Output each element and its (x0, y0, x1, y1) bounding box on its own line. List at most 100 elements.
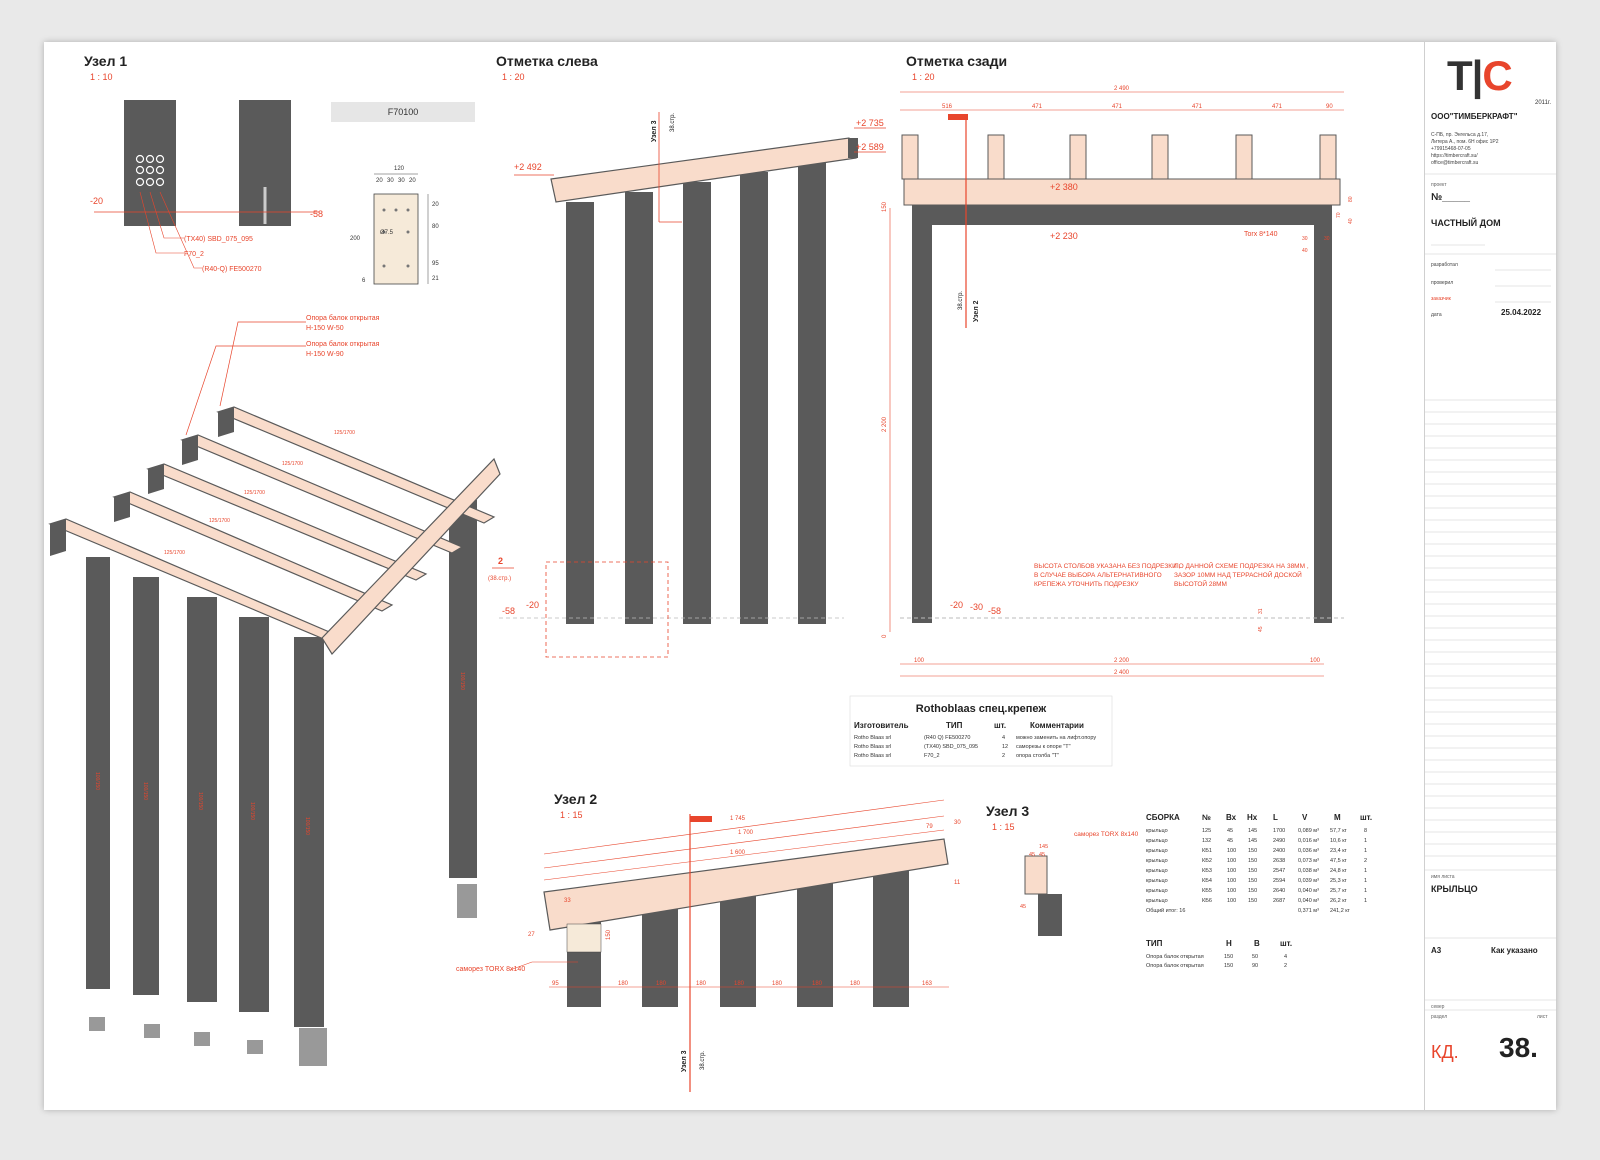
svg-text:125/1700: 125/1700 (209, 518, 230, 524)
svg-text:1 700: 1 700 (738, 830, 754, 836)
svg-text:КРЕПЕЖА УТОЧНИТЬ ПОДРЕЗКУ: КРЕПЕЖА УТОЧНИТЬ ПОДРЕЗКУ (1034, 581, 1139, 588)
assembly-total-label: Общий итог: 16 (1146, 907, 1185, 914)
rear-small-dims: 80 70 40 30 30 40 31 45 (1258, 196, 1354, 632)
node1-callout-1: (TX40) SBD_075_095 (184, 236, 253, 243)
svg-text:180: 180 (772, 981, 783, 987)
svg-text:471: 471 (1032, 104, 1043, 110)
table-cell: крыльцо (1146, 888, 1168, 894)
node3-title: Узел 3 (986, 803, 1029, 819)
company-address: С-ПБ, пр. Энгельса д.17,Литера А., пом. … (1431, 132, 1499, 166)
title-block: T|C 2011г. ООО"ТИМБЕРКРАФТ" С-ПБ, пр. Эн… (1424, 42, 1557, 1110)
svg-text:30: 30 (1302, 236, 1308, 242)
table-cell: 0,073 м³ (1298, 858, 1319, 864)
svg-text:30: 30 (398, 178, 405, 184)
table-cell: 4 (1002, 735, 1005, 741)
rear-mark-5: -58 (988, 606, 1001, 616)
svg-text:95: 95 (432, 261, 439, 267)
svg-text:ТИП: ТИП (946, 721, 963, 730)
table-cell: Rotho Blaas srl (854, 735, 891, 741)
stamp-kd: КД. (1431, 1042, 1459, 1062)
table-cell: 2 (1364, 858, 1367, 864)
table-cell: F70_2 (924, 753, 940, 759)
assembly-headers: СБОРКА № Вх Нх L V M шт. (1146, 813, 1372, 822)
svg-text:180: 180 (812, 981, 823, 987)
node2-scale: 1 : 15 (560, 810, 583, 820)
table-cell: 100 (1227, 888, 1236, 894)
svg-text:45: 45 (1039, 852, 1045, 858)
svg-text:100: 100 (914, 658, 925, 664)
svg-text:6: 6 (362, 278, 366, 284)
company-logo: T|C (1447, 52, 1513, 99)
table-cell: Rotho Blaas srl (854, 753, 891, 759)
svg-text:V: V (1302, 813, 1308, 822)
company-name: ООО"ТИМБЕРКРАФТ" (1431, 112, 1518, 121)
table-cell: 100 (1227, 878, 1236, 884)
left-mark-5: -20 (526, 600, 539, 610)
node1-mark-right: -58 (310, 209, 323, 219)
svg-text:ВЫСОТА СТОЛБОВ УКАЗАНА БЕЗ ПОД: ВЫСОТА СТОЛБОВ УКАЗАНА БЕЗ ПОДРЕЗКИ , (1034, 563, 1181, 570)
table-cell: крыльцо (1146, 868, 1168, 874)
svg-text:95: 95 (552, 981, 559, 987)
table-cell: 2687 (1273, 898, 1285, 904)
node2-torx: саморез TORX 8x140 (456, 966, 525, 973)
node2-bottom-dims: 95 180 180 180 180 180 180 180 163 (552, 981, 933, 987)
rear-mark-2: +2 230 (1050, 231, 1078, 241)
svg-text:471: 471 (1192, 104, 1203, 110)
table-cell: 150 (1248, 868, 1257, 874)
svg-text:20: 20 (376, 178, 383, 184)
row-date: дата (1431, 312, 1442, 318)
svg-text:200: 200 (350, 236, 361, 242)
rear-ref-page: 38.стр. (958, 291, 964, 310)
svg-text:33: 33 (564, 898, 571, 904)
project-name: ЧАСТНЫЙ ДОМ (1431, 218, 1501, 228)
table-cell: (TX40) SBD_075_095 (924, 744, 978, 750)
table-cell: 132 (1202, 838, 1211, 844)
left-title: Отметка слева (496, 53, 598, 69)
iso-callout-2a: Опора балок открытая (306, 340, 380, 348)
table-cell: 0,039 м³ (1298, 878, 1319, 884)
node3-torx: саморез TORX 8x140 (1074, 831, 1139, 838)
table-cell: 100 (1227, 868, 1236, 874)
node2-ref-node: Узел 3 (681, 1050, 688, 1072)
iso-callout-2b: H-150 W-90 (306, 351, 344, 358)
svg-text:100/150: 100/150 (249, 802, 255, 820)
table-cell: 1 (1364, 838, 1367, 844)
iso-post (449, 500, 477, 878)
svg-text:2 200: 2 200 (1114, 658, 1130, 664)
left-ref2-page: (38.стр.) (488, 576, 511, 582)
svg-text:80: 80 (432, 224, 439, 230)
svg-text:B: B (1254, 939, 1260, 948)
svg-text:120: 120 (394, 166, 405, 172)
rear-dims-bottom: 100 2 200 100 2 400 (914, 658, 1321, 676)
table-cell: КБ6 (1202, 898, 1212, 904)
table-cell: Rotho Blaas srl (854, 744, 891, 750)
table-cell: 150 (1224, 963, 1233, 969)
table-cell: 1 (1364, 848, 1367, 854)
svg-text:11: 11 (954, 880, 961, 886)
iso-post (239, 617, 269, 1012)
table-cell: опора столба "Т" (1016, 753, 1059, 759)
left-mark-3: +2 589 (856, 142, 884, 152)
table-cell: 2547 (1273, 868, 1285, 874)
svg-text:79: 79 (926, 824, 933, 830)
svg-text:125/1700: 125/1700 (282, 461, 303, 467)
svg-text:100: 100 (1310, 658, 1321, 664)
svg-text:45: 45 (1020, 904, 1026, 910)
table-cell: крыльцо (1146, 858, 1168, 864)
svg-text:Вх: Вх (1226, 813, 1237, 822)
svg-text:30: 30 (954, 820, 961, 826)
node1-leaders (139, 191, 202, 269)
svg-text:ПО ДАННОЙ СХЕМЕ ПОДРЕЗКА НА 38: ПО ДАННОЙ СХЕМЕ ПОДРЕЗКА НА 38ММ , (1174, 561, 1309, 570)
table-cell: КБ4 (1202, 878, 1212, 884)
node1-callout-3: (R40-Q) FE500270 (202, 266, 262, 273)
node2-ref-page: 38.стр. (700, 1051, 706, 1070)
project-label: проект (1431, 182, 1447, 188)
svg-text:90: 90 (1326, 104, 1333, 110)
svg-text:L: L (1273, 813, 1278, 822)
left-mark-1: +2 492 (514, 162, 542, 172)
svg-text:150: 150 (882, 201, 888, 212)
svg-text:СБОРКА: СБОРКА (1146, 813, 1180, 822)
rear-note-2: ПО ДАННОЙ СХЕМЕ ПОДРЕЗКА НА 38ММ , ЗАЗОР… (1174, 561, 1309, 588)
